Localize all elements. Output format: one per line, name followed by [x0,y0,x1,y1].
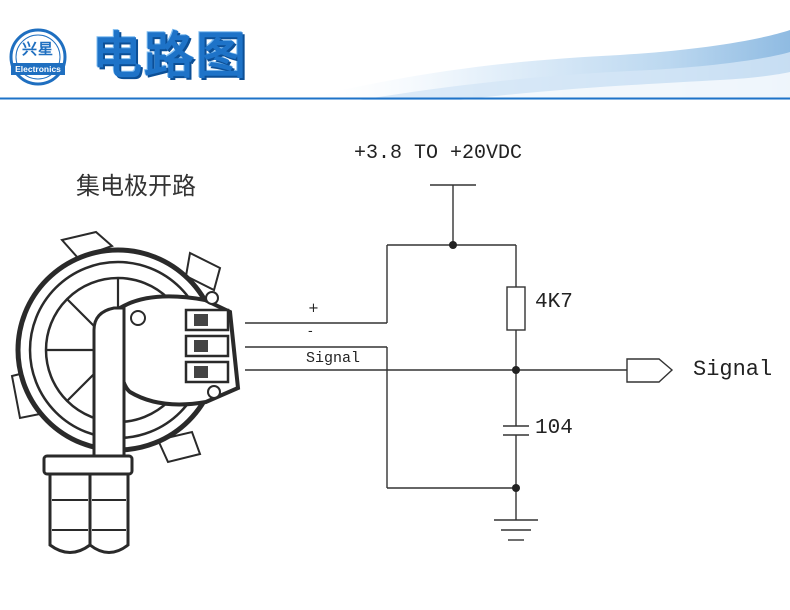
output-signal-label: Signal [693,357,773,382]
junction-dot-ground [512,484,520,492]
banner-background [0,30,790,100]
company-logo: 兴星 Electronics [8,27,68,87]
pipe-collar [42,454,134,476]
pipe-right [88,472,130,554]
flow-sensor-drawing [10,230,241,554]
header-banner: 兴星 Electronics 电路图 [0,0,790,100]
circuit-diagram [10,184,674,554]
supply-voltage-label: +3.8 TO +20VDC [354,142,523,165]
wire-signal-label: Signal [306,350,361,367]
resistor-label: 4K7 [535,291,573,314]
resistor-symbol [506,286,526,331]
logo-english-text: Electronics [11,63,65,75]
diagram-subtitle: 集电极开路 [76,172,196,200]
wire-minus-label: - [308,324,313,339]
page-title: 电路图 [92,27,248,85]
capacitor-label: 104 [535,417,573,440]
logo-chinese-text: 兴星 [21,40,54,58]
wire-plus-label: + [308,301,319,316]
pipe-left [48,472,92,554]
junction-dot-signal [512,366,520,374]
junction-dot-supply [449,241,457,249]
output-connector-symbol [626,358,674,383]
